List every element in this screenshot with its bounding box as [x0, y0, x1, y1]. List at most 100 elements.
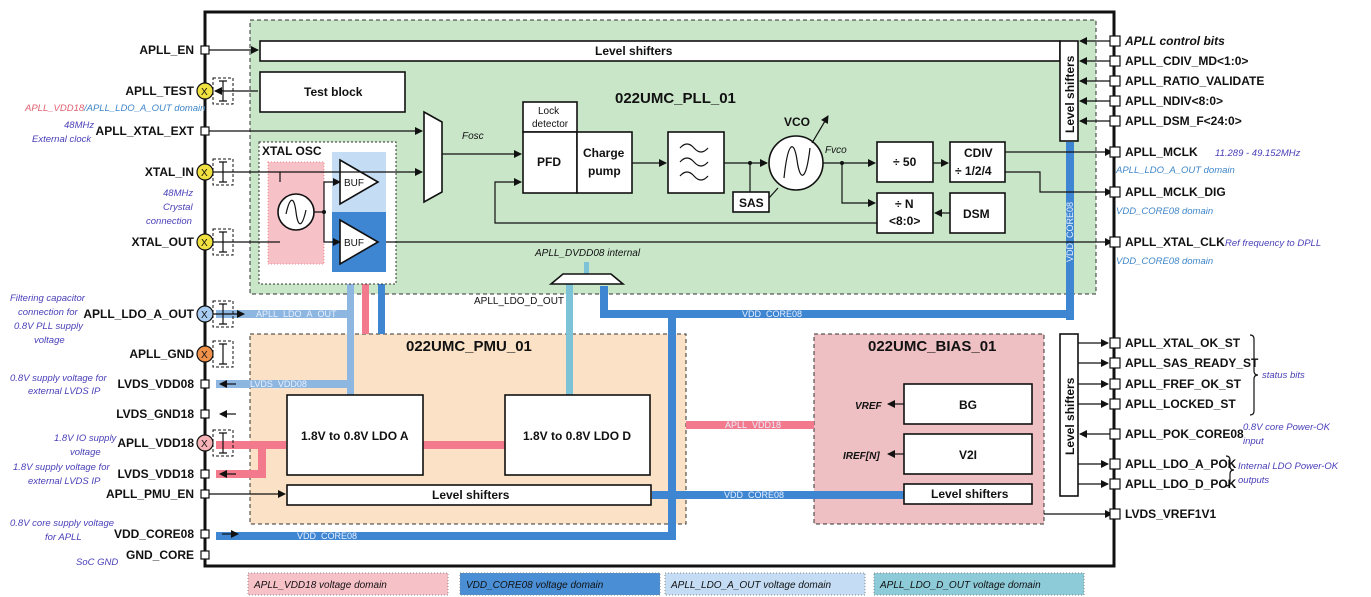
cdiv-label-2: ÷ 1/2/4 [955, 164, 992, 178]
esd-pad-icon [196, 345, 214, 363]
right-pin[interactable]: APLL_XTAL_CLK [1109, 235, 1225, 249]
bus-vdd-core08-down [668, 310, 676, 540]
right-pin[interactable]: APLL_SAS_READY_ST [1109, 356, 1259, 370]
dsm-label: DSM [963, 207, 990, 221]
status-brace [1249, 334, 1259, 416]
right-pin-label: APLL_DSM_F<24:0> [1125, 114, 1242, 128]
bus-vdd-core08-bottom [216, 532, 676, 540]
right-pin[interactable]: APLL_XTAL_OK_ST [1109, 336, 1241, 350]
bus-vdd18-ldoa [266, 441, 286, 449]
pin-pad [1109, 508, 1121, 520]
bus-apll-vdd18-down [258, 441, 266, 477]
svg-text:X: X [201, 238, 208, 249]
svg-text:X: X [201, 168, 208, 179]
left-pin-label: LVDS_VDD18 [118, 467, 195, 481]
status-level-shifters [1059, 333, 1079, 497]
legend-item: VDD_CORE08 voltage domain [459, 572, 661, 596]
left-pin[interactable]: X XTAL_IN [145, 158, 234, 186]
note-mclk-domain: APLL_LDO_A_OUT domain [1115, 165, 1235, 176]
note-xtal-clk-domain: VDD_CORE08 domain [1116, 256, 1213, 267]
bus-apll-vdd18 [686, 421, 814, 429]
left-pin[interactable]: GND_CORE [126, 548, 210, 562]
svg-text:X: X [201, 350, 208, 361]
right-pin-label: APLL_POK_CORE08 [1125, 427, 1244, 441]
pfd-label: PFD [537, 155, 561, 169]
pin-pad [1109, 95, 1121, 107]
pin-pad [1109, 478, 1121, 490]
right-pin[interactable]: APLL_MCLK [1109, 145, 1198, 159]
pin-pad [200, 409, 210, 419]
right-pin-label: APLL_LOCKED_ST [1125, 397, 1236, 411]
right-pin[interactable]: APLL_MCLK_DIG [1109, 185, 1226, 199]
bus-vdd-core08-drop [600, 286, 608, 316]
bus-vdd-core08-mid [652, 491, 904, 499]
cdiv-label-1: CDIV [964, 146, 993, 160]
bus-label-lvds-vdd08: LVDS_VDD08 [250, 379, 307, 389]
right-pin-label: APLL control bits [1124, 34, 1225, 48]
sas-block [732, 191, 770, 213]
right-pin[interactable]: APLL control bits [1109, 34, 1225, 48]
fvco-label: Fvco [825, 145, 847, 156]
right-pin[interactable]: APLL_DSM_F<24:0> [1109, 114, 1242, 128]
right-pin-label: APLL_FREF_OK_ST [1125, 377, 1242, 391]
left-pin[interactable]: LVDS_VDD08 [118, 377, 210, 391]
right-pin[interactable]: LVDS_VREF1V1 [1109, 507, 1216, 521]
right-pin[interactable]: APLL_NDIV<8:0> [1109, 94, 1223, 108]
bus-label-vdd-core08-top: VDD_CORE08 [742, 309, 802, 319]
right-pin[interactable]: APLL_LDO_D_POK [1109, 477, 1237, 491]
test-block [259, 71, 406, 113]
svg-text:X: X [201, 310, 208, 321]
bus-label-vdd-core08-vertical: VDD_CORE08 [1065, 202, 1075, 262]
bg-label: BG [959, 398, 977, 412]
note-filt-4: voltage [34, 335, 65, 346]
pin-pad [200, 45, 210, 55]
note-lvds08-1: 0.8V supply voltage for [10, 373, 107, 384]
bias-level-shifters [903, 483, 1033, 505]
left-pin-label: APLL_PMU_EN [106, 487, 194, 501]
left-pin-label: APLL_EN [139, 43, 194, 57]
cdiv-block [949, 141, 1006, 183]
right-pin[interactable]: APLL_CDIV_MD<1:0> [1109, 54, 1248, 68]
note-status: status bits [1262, 370, 1305, 381]
left-pin-label: LVDS_GND18 [116, 407, 194, 421]
pin-pad [1109, 398, 1121, 410]
left-pin[interactable]: X APLL_LDO_A_OUT [83, 300, 234, 328]
left-pin-label: XTAL_IN [145, 165, 194, 179]
dvdd-switch [548, 273, 626, 285]
status-level-shifters-label: Level shifters [1063, 377, 1077, 455]
vref-label: VREF [855, 401, 883, 412]
clock-mux [423, 110, 443, 204]
lock-detector-label-1: Lock [538, 106, 560, 117]
right-pin[interactable]: APLL_POK_CORE08 [1109, 427, 1244, 441]
right-pin[interactable]: APLL_LDO_A_POK [1109, 457, 1237, 471]
pmu-title: 022UMC_PMU_01 [406, 338, 532, 355]
pfd-block [522, 131, 578, 194]
bus-label-vdd-core08-mid: VDD_CORE08 [724, 490, 784, 500]
right-pin[interactable]: APLL_RATIO_VALIDATE [1109, 74, 1264, 88]
left-pin[interactable]: VDD_CORE08 [114, 527, 210, 541]
left-pin[interactable]: APLL_XTAL_EXT [96, 124, 210, 138]
left-pin-label: APLL_XTAL_EXT [96, 124, 195, 138]
left-pin[interactable]: LVDS_GND18 [116, 407, 210, 421]
pll-right-level-shifters-label: Level shifters [1063, 55, 1077, 133]
left-pin[interactable]: LVDS_VDD18 [118, 467, 210, 481]
right-pin-label: APLL_LDO_D_POK [1125, 477, 1237, 491]
div50-block [876, 141, 934, 183]
dvdd-internal-label: APLL_DVDD08 internal [534, 248, 641, 259]
right-pin[interactable]: APLL_LOCKED_ST [1109, 397, 1236, 411]
pin-pad [1109, 236, 1121, 248]
left-pin-label: APLL_LDO_A_OUT [83, 307, 194, 321]
fosc-label: Fosc [462, 131, 484, 142]
buffer-top-label: BUF [344, 178, 364, 189]
right-pin[interactable]: APLL_FREF_OK_ST [1109, 377, 1242, 391]
legend-swatch [247, 572, 449, 596]
note-xtal-clk: Ref frequency to DPLL [1225, 238, 1321, 249]
left-pin[interactable]: APLL_PMU_EN [106, 487, 210, 501]
bus-vdd-core08-top [600, 310, 1074, 318]
left-pin[interactable]: APLL_EN [139, 43, 210, 57]
ldo-d-label: 1.8V to 0.8V LDO D [523, 429, 631, 443]
